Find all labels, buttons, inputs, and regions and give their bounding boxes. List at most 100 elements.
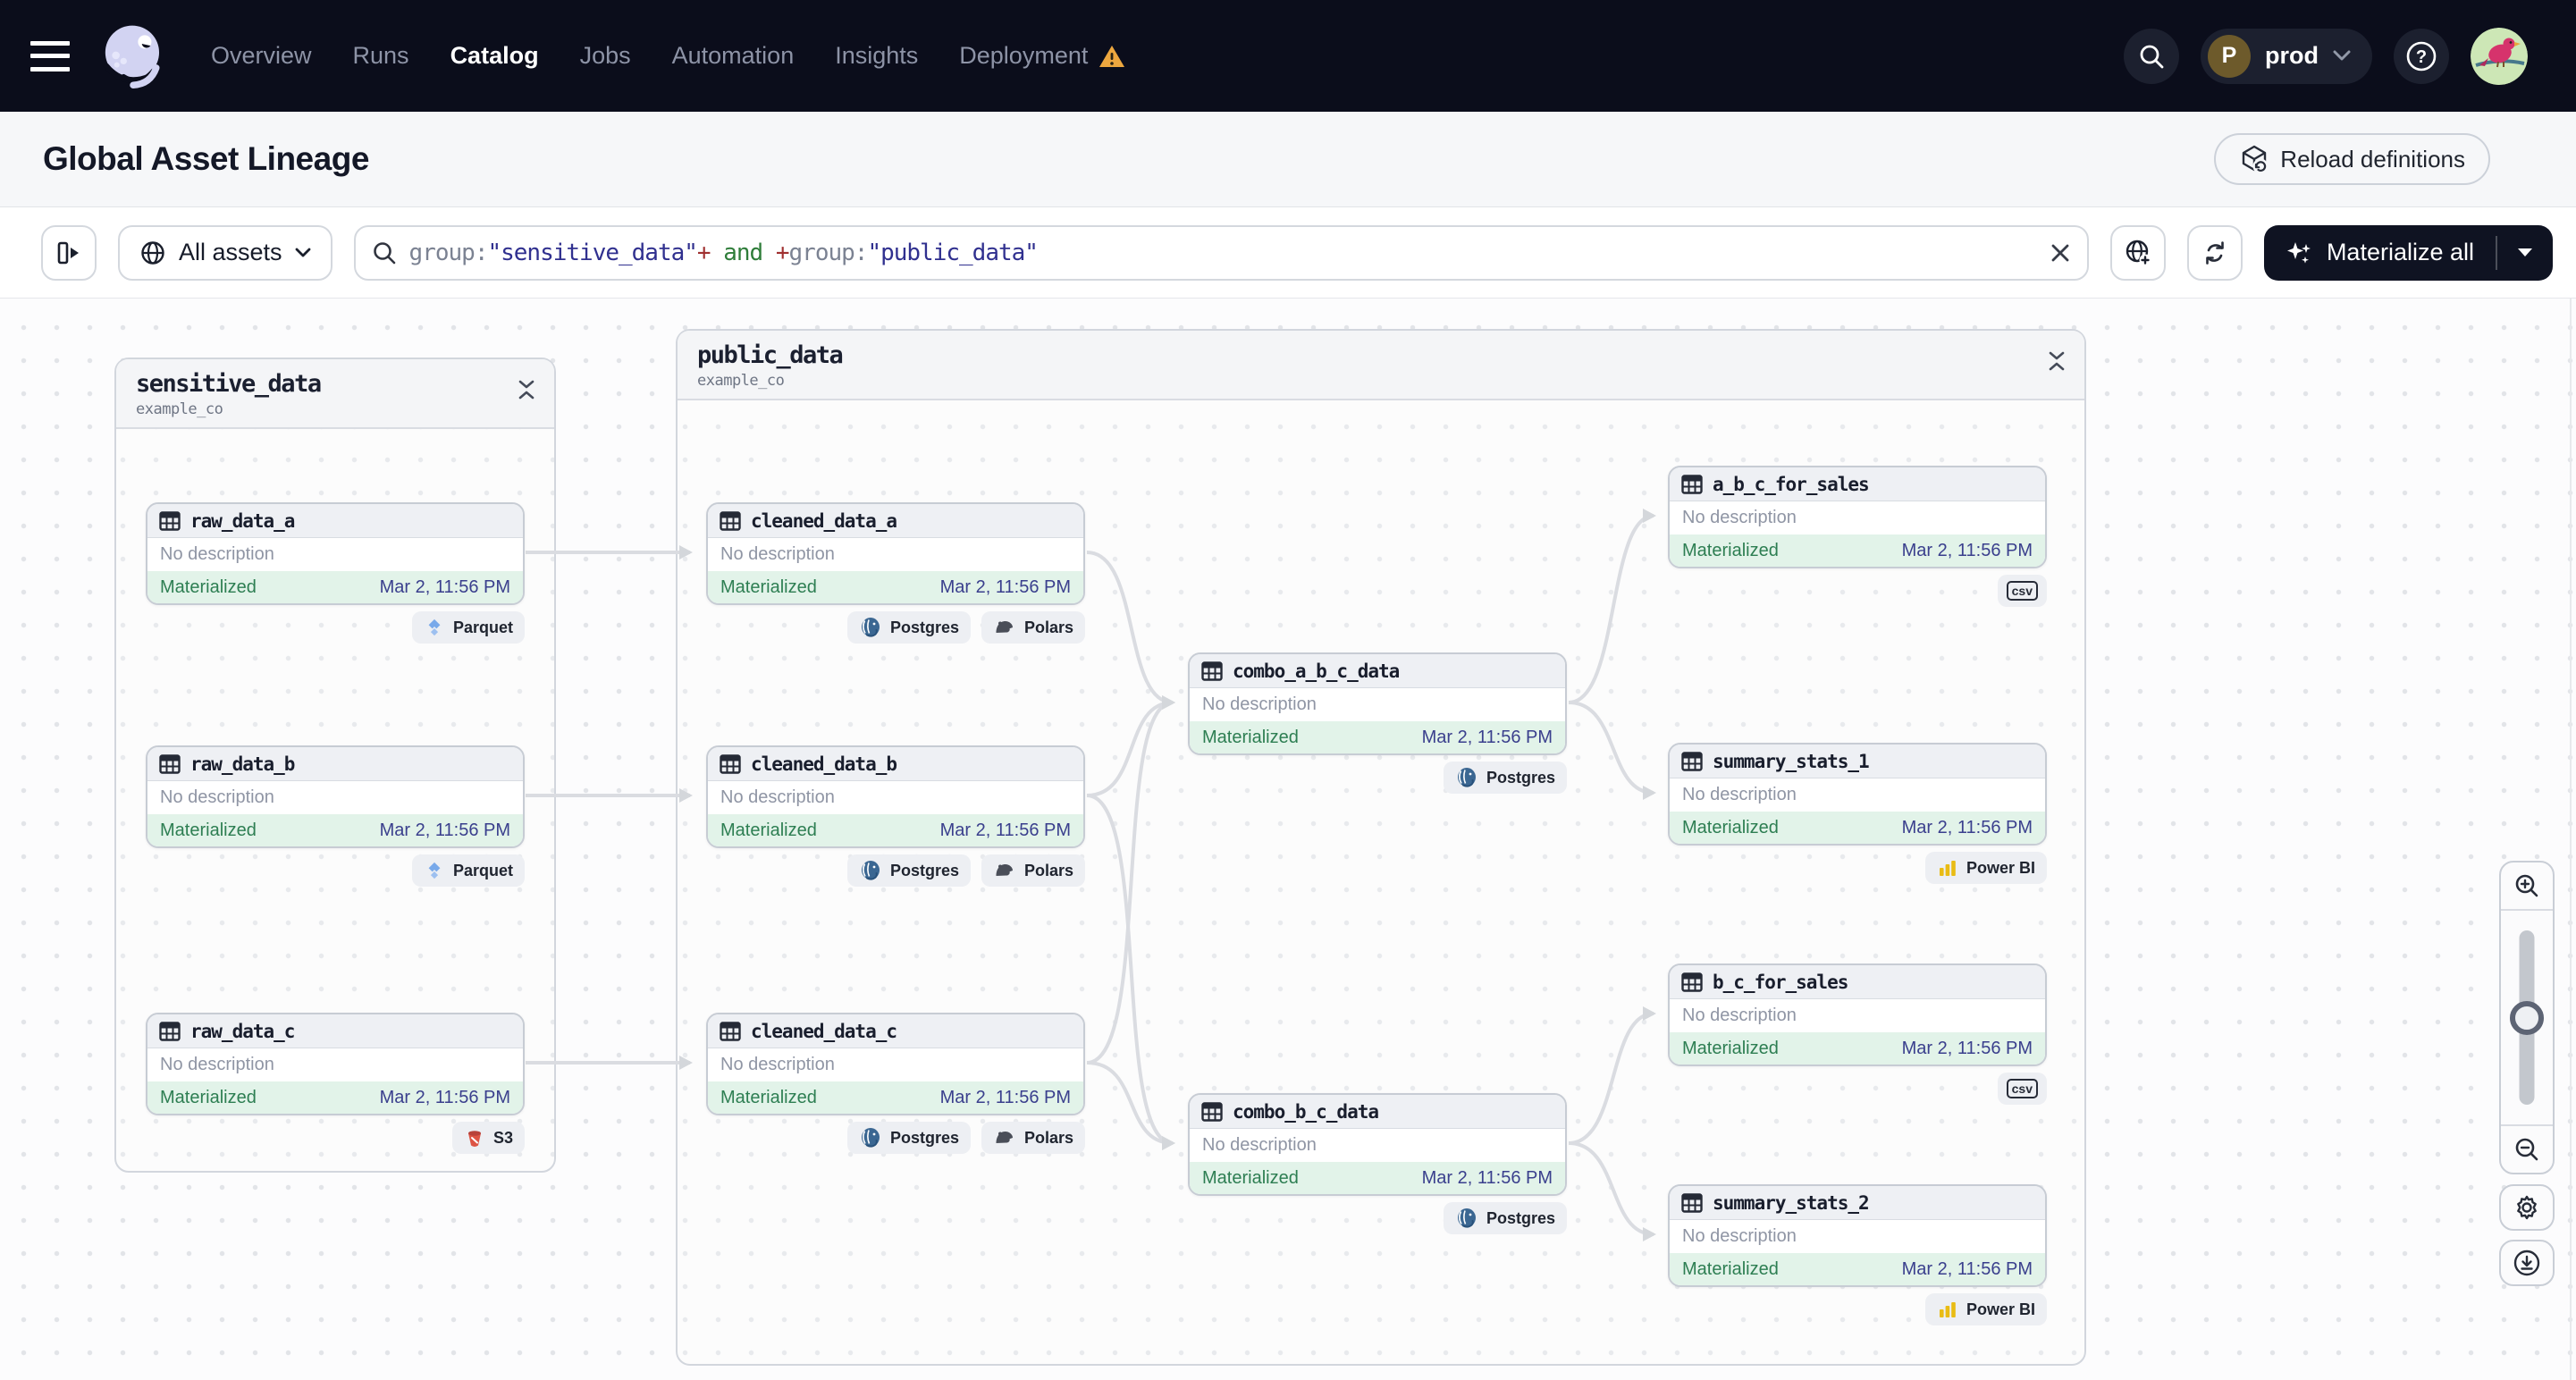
materialize-all-button[interactable]: Materialize all bbox=[2264, 239, 2496, 267]
asset-description: No description bbox=[1682, 508, 1797, 527]
status-badge: Materialized bbox=[160, 820, 257, 840]
asset-node-raw-data-a[interactable]: raw_data_a No description Materialized M… bbox=[146, 502, 525, 605]
nav-item-deployment[interactable]: Deployment bbox=[959, 42, 1125, 70]
status-badge: Materialized bbox=[1682, 1258, 1779, 1279]
status-badge: Materialized bbox=[1202, 1167, 1299, 1188]
asset-node-cleaned-data-a[interactable]: cleaned_data_a No description Materializ… bbox=[706, 502, 1085, 605]
asset-filter-dropdown[interactable]: All assets bbox=[118, 224, 333, 281]
refresh-icon bbox=[2206, 240, 2224, 265]
asset-node-combo-b-c-data[interactable]: combo_b_c_data No description Materializ… bbox=[1188, 1093, 1567, 1196]
kind-badge-postgres[interactable]: Postgres bbox=[1443, 1202, 1567, 1234]
lineage-canvas[interactable]: sensitive_data example_co public_data ex… bbox=[0, 299, 2576, 1380]
kind-badge-powerbi[interactable]: Power BI bbox=[1924, 1293, 2047, 1325]
kind-badge-label: Postgres bbox=[889, 861, 959, 879]
zoom-in-button[interactable] bbox=[2501, 862, 2553, 911]
collapse-group-icon[interactable] bbox=[517, 379, 536, 400]
kind-badge-parquet[interactable]: Parquet bbox=[411, 611, 525, 644]
status-badge: Materialized bbox=[1682, 817, 1779, 837]
kind-badge-label: Power BI bbox=[1966, 858, 2035, 877]
status-badge: Materialized bbox=[160, 576, 257, 597]
dagster-logo[interactable] bbox=[95, 18, 172, 95]
kind-badge-label: Power BI bbox=[1966, 1300, 2035, 1318]
kind-badge-polars[interactable]: Polars bbox=[981, 854, 1085, 887]
status-timestamp: Mar 2, 11:56 PM bbox=[1421, 1167, 1553, 1188]
download-image-button[interactable] bbox=[2499, 1240, 2555, 1286]
materialize-options-caret[interactable] bbox=[2497, 248, 2553, 257]
kind-badge-csv[interactable]: csv bbox=[1997, 575, 2047, 607]
asset-node-header: combo_b_c_data bbox=[1190, 1095, 1565, 1129]
kind-badge-csv[interactable]: csv bbox=[1997, 1073, 2047, 1105]
asset-node-b-c-for-sales[interactable]: b_c_for_sales No description Materialize… bbox=[1668, 963, 2047, 1066]
nav-item-insights[interactable]: Insights bbox=[835, 42, 919, 69]
nav-item-automation[interactable]: Automation bbox=[671, 42, 795, 69]
asset-badges: Postgres bbox=[1188, 1202, 1567, 1234]
asset-node-header: cleaned_data_c bbox=[708, 1014, 1083, 1048]
zoom-slider[interactable] bbox=[2501, 911, 2553, 1124]
kind-badge-label: Postgres bbox=[889, 1128, 959, 1147]
graph-settings-button[interactable] bbox=[2499, 1184, 2555, 1231]
asset-node-cleaned-data-b[interactable]: cleaned_data_b No description Materializ… bbox=[706, 745, 1085, 848]
kind-badge-parquet[interactable]: Parquet bbox=[411, 854, 525, 887]
polars-icon bbox=[996, 621, 1013, 633]
asset-node-raw-data-c[interactable]: raw_data_c No description Materialized M… bbox=[146, 1013, 525, 1115]
zoom-out-button[interactable] bbox=[2501, 1124, 2553, 1173]
nav-item-jobs[interactable]: Jobs bbox=[579, 42, 631, 69]
open-asset-panel-button[interactable] bbox=[41, 224, 97, 281]
materialize-all-split-button: Materialize all bbox=[2263, 224, 2553, 281]
collapse-group-icon[interactable] bbox=[2047, 350, 2067, 372]
kind-badge-postgres[interactable]: Postgres bbox=[1443, 762, 1567, 794]
status-timestamp: Mar 2, 11:56 PM bbox=[939, 820, 1071, 840]
help-icon: ? bbox=[2406, 41, 2437, 71]
kind-badge-postgres[interactable]: Postgres bbox=[846, 611, 971, 644]
kind-badge-postgres[interactable]: Postgres bbox=[846, 1122, 971, 1154]
download-icon bbox=[2513, 1250, 2540, 1276]
reload-definitions-button[interactable]: Reload definitions bbox=[2214, 133, 2490, 185]
asset-node-a-b-c-for-sales[interactable]: a_b_c_for_sales No description Materiali… bbox=[1668, 466, 2047, 568]
hamburger-menu-icon[interactable] bbox=[30, 40, 70, 72]
environment-name: prod bbox=[2265, 42, 2319, 69]
asset-name: a_b_c_for_sales bbox=[1713, 473, 1870, 495]
scrollbar[interactable] bbox=[2570, 299, 2572, 1380]
help-button[interactable]: ? bbox=[2394, 28, 2449, 84]
kind-badge-postgres[interactable]: Postgres bbox=[846, 854, 971, 887]
asset-name: raw_data_c bbox=[190, 1020, 295, 1042]
asset-search-input[interactable]: group:"sensitive_data"+ and +group:"publ… bbox=[353, 224, 2089, 281]
asset-status-row: Materialized Mar 2, 11:56 PM bbox=[708, 814, 1083, 846]
asset-node-summary-stats-2[interactable]: summary_stats_2 No description Materiali… bbox=[1668, 1184, 2047, 1287]
kind-badge-polars[interactable]: Polars bbox=[981, 611, 1085, 644]
environment-initial: P bbox=[2208, 34, 2251, 78]
refresh-graph-button[interactable] bbox=[2186, 224, 2243, 281]
environment-switcher[interactable]: P prod bbox=[2201, 28, 2372, 84]
reload-definitions-icon bbox=[2243, 145, 2269, 174]
asset-node-cleaned-data-c[interactable]: cleaned_data_c No description Materializ… bbox=[706, 1013, 1085, 1115]
global-search-button[interactable] bbox=[2124, 28, 2179, 84]
asset-node-summary-stats-1[interactable]: summary_stats_1 No description Materiali… bbox=[1668, 743, 2047, 846]
csv-icon: csv bbox=[2006, 581, 2038, 601]
globe-add-icon bbox=[2126, 240, 2151, 265]
asset-node-header: b_c_for_sales bbox=[1670, 965, 2045, 999]
clear-search-icon[interactable] bbox=[2050, 242, 2071, 264]
table-icon bbox=[1681, 1192, 1703, 1213]
kind-badge-powerbi[interactable]: Power BI bbox=[1924, 852, 2047, 884]
table-icon bbox=[1201, 1101, 1223, 1122]
asset-node-raw-data-b[interactable]: raw_data_b No description Materialized M… bbox=[146, 745, 525, 848]
kind-badge-label: Postgres bbox=[889, 618, 959, 636]
nav-item-runs[interactable]: Runs bbox=[352, 42, 409, 69]
kind-badge-polars[interactable]: Polars bbox=[981, 1122, 1085, 1154]
zoom-slider-thumb[interactable] bbox=[2510, 1001, 2544, 1035]
search-query-text[interactable]: group:"sensitive_data"+ and +group:"publ… bbox=[409, 240, 2037, 266]
group-header-public-data[interactable]: public_data example_co bbox=[678, 331, 2084, 400]
asset-description: No description bbox=[1682, 1226, 1797, 1246]
status-timestamp: Mar 2, 11:56 PM bbox=[1901, 1038, 2033, 1058]
postgres-icon bbox=[861, 1128, 880, 1148]
filter-to-groups-button[interactable] bbox=[2109, 224, 2166, 281]
asset-status-row: Materialized Mar 2, 11:56 PM bbox=[708, 1081, 1083, 1114]
nav-item-overview[interactable]: Overview bbox=[211, 42, 312, 69]
asset-node-combo-a-b-c-data[interactable]: combo_a_b_c_data No description Material… bbox=[1188, 652, 1567, 755]
nav-items: Overview Runs Catalog Jobs Automation In… bbox=[211, 42, 1125, 70]
group-header-sensitive-data[interactable]: sensitive_data example_co bbox=[116, 359, 554, 429]
kind-badge-s3[interactable]: S3 bbox=[451, 1122, 525, 1154]
user-avatar[interactable] bbox=[2471, 27, 2528, 85]
warning-icon bbox=[1099, 45, 1125, 67]
nav-item-catalog[interactable]: Catalog bbox=[450, 42, 539, 69]
